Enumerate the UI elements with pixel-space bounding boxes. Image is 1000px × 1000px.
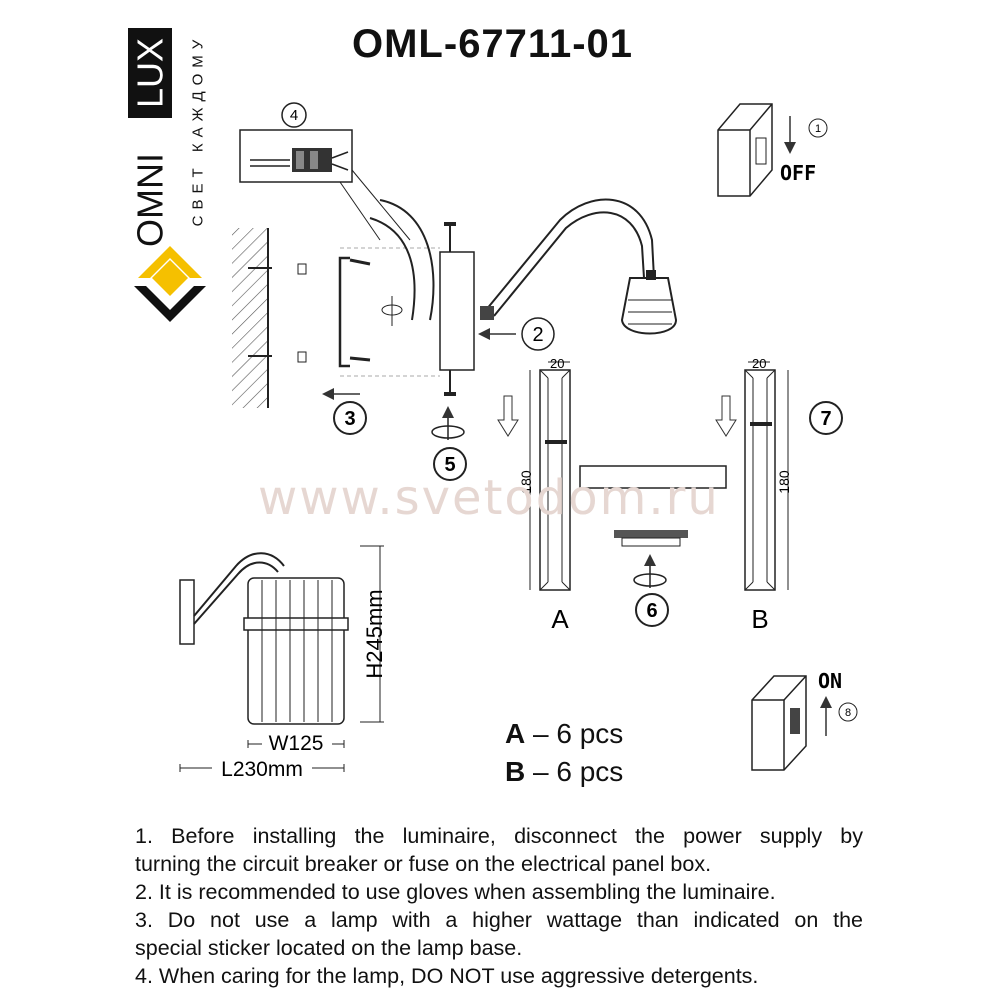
crystal-a-down-arrow-icon	[497, 395, 519, 437]
step-4-marker: 4	[281, 102, 307, 128]
logo-diamond-icon	[134, 246, 206, 322]
assembled-lamp-drawing	[179, 552, 349, 725]
step-3-marker: 3	[333, 401, 367, 435]
step-8-label: 8	[845, 707, 851, 719]
dimension-lines	[179, 545, 384, 772]
switch-on-drawing	[751, 675, 832, 771]
step-5-marker: 5	[433, 447, 467, 481]
dimension-length: L230mm	[221, 758, 303, 781]
crystal-b-height: 180	[776, 470, 792, 494]
instruction-line: 1. Before installing the luminaire, disc…	[135, 824, 863, 848]
count-b: B – 6 pcs	[505, 753, 623, 791]
wall-section	[232, 228, 307, 408]
step-4-label: 4	[290, 107, 298, 124]
switch-off-drawing	[717, 103, 796, 197]
instruction-line: 3. Do not use a lamp with a higher watta…	[135, 908, 863, 932]
crystal-a-width: 20	[550, 356, 564, 371]
step-6-marker: 6	[635, 593, 669, 627]
step-7-marker: 7	[809, 401, 843, 435]
lamp-socket	[620, 270, 678, 335]
step-1-label: 1	[815, 123, 821, 135]
logo-dark-box	[128, 28, 172, 118]
count-a: A – 6 pcs	[505, 715, 623, 753]
crystal-b-down-arrow-icon	[715, 395, 737, 437]
crystal-counts: A – 6 pcs B – 6 pcs	[505, 715, 623, 791]
step-7-label: 7	[820, 408, 831, 430]
step-8-marker: 8	[838, 702, 858, 722]
count-b-text: – 6 pcs	[525, 756, 624, 787]
dimension-height: H245mm	[362, 589, 387, 678]
lead-wires	[369, 199, 435, 321]
logo-tagline: СВЕТ КАЖДОМУ	[190, 34, 207, 227]
switch-off-label: OFF	[780, 161, 816, 185]
crystal-b-width: 20	[752, 356, 766, 371]
wall-canopy	[439, 222, 475, 396]
step-2-label: 2	[532, 324, 543, 346]
dimension-width: W125	[269, 732, 324, 755]
watermark: www.svetodom.ru	[258, 470, 720, 526]
mounting-bracket	[338, 247, 440, 377]
wire-connector-detail	[239, 129, 411, 241]
logo-omni-text: OMNI	[130, 153, 171, 247]
count-a-label: A	[505, 718, 526, 749]
instruction-line: turning the circuit breaker or fuse on t…	[135, 852, 712, 876]
step-2-marker: 2	[521, 317, 555, 351]
instruction-line: 4. When caring for the lamp, DO NOT use …	[135, 964, 759, 988]
crystal-a-drawing	[529, 361, 571, 591]
lamp-arm	[480, 198, 655, 320]
safety-instructions: 1. Before installing the luminaire, disc…	[135, 822, 863, 990]
step-1-marker: 1	[808, 118, 828, 138]
crystal-b-drawing	[744, 361, 789, 591]
instruction-line: special sticker located on the lamp base…	[135, 936, 523, 960]
omnilux-logo: LUX OMNI СВЕТ КАЖДОМУ	[128, 28, 207, 322]
socket-ring	[614, 530, 688, 547]
frame-bar	[579, 465, 727, 489]
rotate-arrow-icon	[381, 296, 403, 326]
count-b-label: B	[505, 756, 526, 787]
step-6-rotate-icon	[633, 554, 667, 588]
step-6-label: 6	[646, 600, 657, 622]
step-5-rotate-icon	[431, 406, 465, 440]
crystal-a-height: 180	[518, 470, 534, 494]
step-5-label: 5	[444, 454, 455, 476]
crystal-a-label: A	[551, 604, 569, 634]
switch-on-label: ON	[818, 669, 842, 693]
crystal-b-label: B	[751, 604, 768, 634]
step-3-label: 3	[344, 408, 355, 430]
assembly-diagram: 4	[179, 102, 858, 781]
page-title: OML-67711-01	[352, 22, 634, 66]
logo-lux-text: LUX	[130, 38, 171, 108]
count-a-text: – 6 pcs	[525, 718, 624, 749]
instruction-line: 2. It is recommended to use gloves when …	[135, 880, 776, 904]
